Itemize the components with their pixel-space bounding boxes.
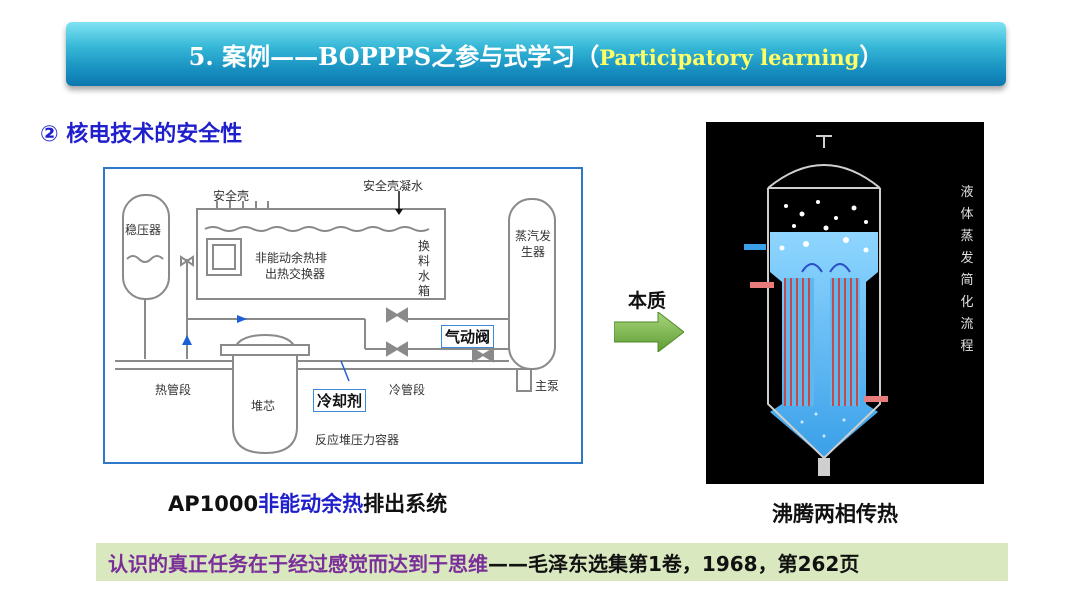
header-banner: 5. 案例——BOPPPS之参与式学习（Participatory learni… [66,22,1006,86]
pneumatic-valve-callout: 气动阀 [441,325,495,348]
heat-exchanger-label-2: 出热交换器 [265,267,326,281]
quote-text: 认识的真正任务在于经过感觉而达到于思维 [108,551,488,576]
quote-source: ——毛泽东选集第1卷，1968，第262页 [488,551,860,576]
quote-bar: 认识的真正任务在于经过感觉而达到于思维 ——毛泽东选集第1卷，1968，第262… [96,543,1008,581]
page-title-english: Participatory learning [599,44,860,70]
core-label: 堆芯 [251,399,276,413]
hot-leg-label: 热管段 [155,383,192,397]
evaporation-flow-vertical-text: 液体蒸发简化流程 [960,185,974,354]
steam-generator-label-1: 蒸汽发 [515,229,552,243]
cold-leg-label: 冷管段 [389,383,426,397]
refueling-tank-label: 换料水箱 [417,239,430,298]
steam-generator-label-2: 生器 [521,245,546,259]
coolant-callout: 冷却剂 [313,389,367,412]
caption-highlight: 非能动余热 [258,492,364,516]
right-arrow-icon [614,312,684,352]
essence-label: 本质 [628,290,667,312]
evaporation-illustration [706,122,984,484]
pressurizer-label: 稳压器 [125,223,162,237]
right-caption: 沸腾两相传热 [772,502,898,526]
section-subheading: ② 核电技术的安全性 [40,122,243,147]
main-pump-label: 主泵 [535,379,560,393]
containment-label: 安全壳 [213,189,250,203]
pressure-vessel-label: 反应堆压力容器 [315,433,400,447]
evaporator-vessel [744,135,888,476]
containment-condensate-label: 安全壳凝水 [363,179,424,193]
page-title: 5. 案例——BOPPPS之参与式学习（Participatory learni… [188,41,884,71]
left-caption: AP1000非能动余热排出系统 [168,492,448,516]
heat-exchanger-label-1: 非能动余热排 [255,251,328,265]
ap1000-schematic [115,191,556,455]
ap1000-diagram: 稳压器 安全壳 安全壳凝水 非能动余热排 出热交换器 换料水箱 蒸汽发 生器 热… [103,167,583,464]
